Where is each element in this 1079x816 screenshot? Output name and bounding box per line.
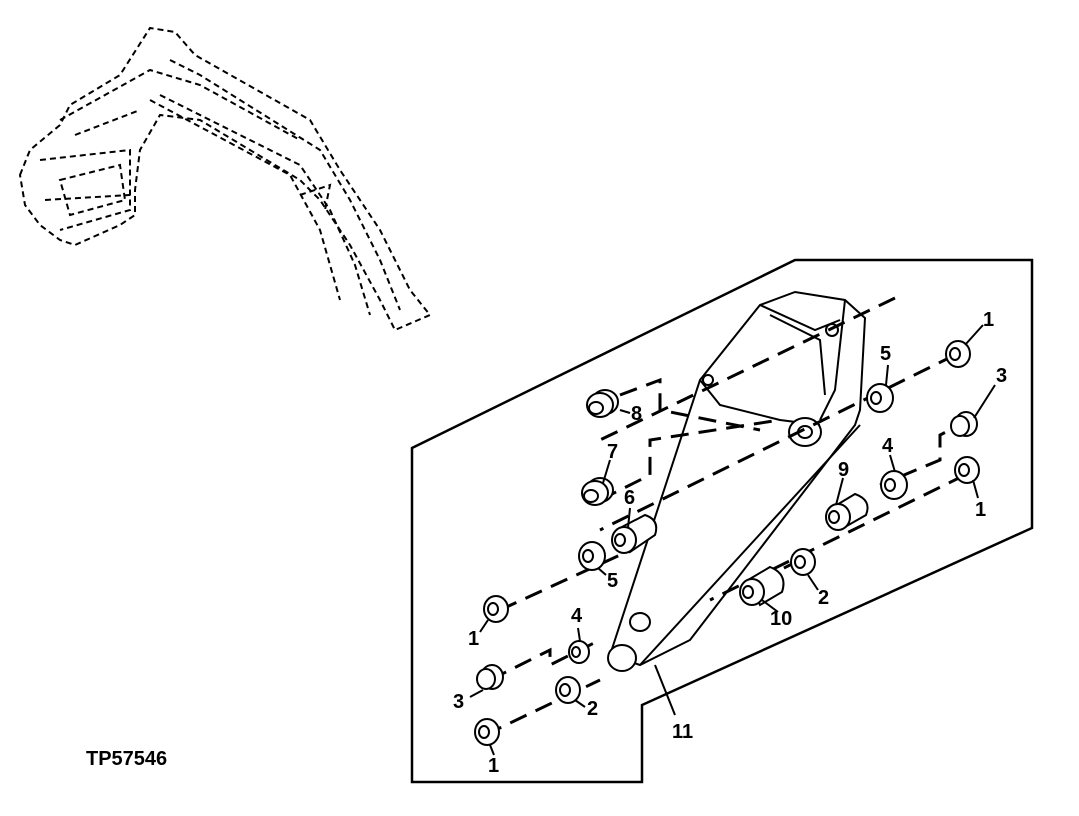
part-washer-1-right [954,456,980,484]
callout-1-top-right: 1 [983,309,994,331]
part-shim-3-right [950,411,978,437]
callout-1-left-bottom: 1 [488,755,499,777]
part-seal-7 [581,477,614,506]
callout-3-left: 3 [453,691,464,713]
callout-4-left: 4 [571,605,583,627]
detail-frame [410,258,1034,784]
callout-7: 7 [607,441,618,463]
figure-code: TP57546 [86,748,168,770]
part-bushing-4-right [880,470,908,500]
part-pin-9 [825,492,869,531]
boom-part [607,290,867,672]
part-bushing-4-left [568,640,590,664]
callout-1-right: 1 [975,499,986,521]
callout-leaders [469,324,996,756]
excavator-reference-outline [18,26,432,332]
part-shim-3-left [476,664,504,690]
part-pin-10 [739,565,785,607]
callout-10: 10 [770,608,792,630]
part-seal-8 [586,389,619,418]
part-bushing-2-left [555,676,581,704]
callout-labels: 1 1 1 1 1 2 2 3 3 4 4 5 5 6 7 8 9 10 11 [453,309,1007,777]
part-washer-1-top-right [945,340,971,368]
callout-8: 8 [631,403,642,425]
callout-11: 11 [672,721,693,743]
part-bushing-5-right [866,383,894,413]
part-washer-1-left-bottom [474,718,500,746]
callout-9: 9 [838,459,849,481]
callout-2-left: 2 [587,698,598,720]
callout-2-right: 2 [818,587,829,609]
part-bushing-2-right [790,548,816,576]
part-washer-1-left-mid [483,595,509,623]
callout-5-right: 5 [880,343,891,365]
callout-1-left-mid: 1 [468,628,479,650]
callout-3-right: 3 [996,365,1007,387]
callout-6: 6 [624,487,635,509]
part-bushing-5-left [578,541,606,571]
callout-5-left: 5 [607,570,618,592]
callout-4-right: 4 [882,435,894,457]
